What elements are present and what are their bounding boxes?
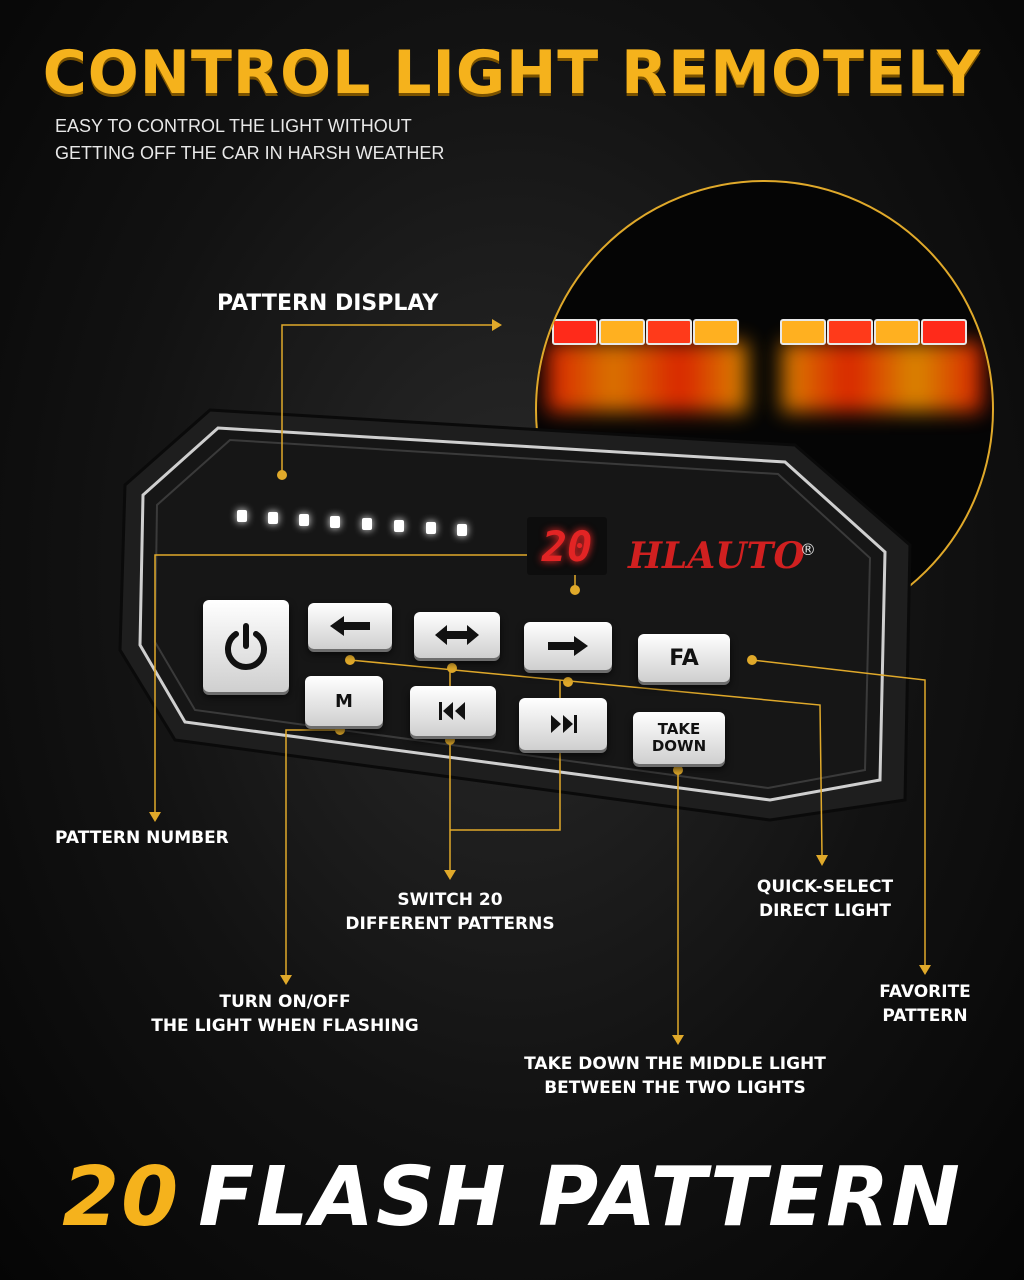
subline: EASY TO CONTROL THE LIGHT WITHOUT GETTIN…	[55, 113, 535, 167]
callout-turn-line-1: TURN ON/OFF	[219, 992, 351, 1012]
subline-1: EASY TO CONTROL THE LIGHT WITHOUT	[55, 116, 412, 136]
callout-turn-line-2: THE LIGHT WHEN FLASHING	[151, 1016, 419, 1036]
skip-back-button[interactable]	[410, 686, 496, 736]
callout-take-line-2: BETWEEN THE TWO LIGHTS	[544, 1078, 806, 1098]
callout-turn-on-off: TURN ON/OFF THE LIGHT WHEN FLASHING	[110, 990, 460, 1038]
pattern-led-5	[362, 518, 372, 530]
power-button[interactable]	[203, 600, 289, 692]
subline-2: GETTING OFF THE CAR IN HARSH WEATHER	[55, 143, 445, 163]
skip-forward-button[interactable]	[519, 698, 607, 750]
callout-switch-line-1: SWITCH 20	[397, 890, 503, 910]
callout-favorite-line-2: PATTERN	[882, 1006, 968, 1026]
callout-switch-line-2: DIFFERENT PATTERNS	[345, 914, 555, 934]
pattern-led-1	[237, 510, 247, 522]
callout-pattern-display: PATTERN DISPLAY	[217, 291, 439, 316]
arrow-left-icon	[330, 616, 370, 636]
take-down-label-1: TAKE	[657, 720, 701, 738]
brand-logo: HLAUTO	[628, 535, 805, 577]
callout-favorite-line-1: FAVORITE	[879, 982, 971, 1002]
skip-forward-icon	[551, 715, 577, 733]
pattern-led-4	[330, 516, 340, 528]
pattern-led-6	[394, 520, 404, 532]
take-down-label-2: DOWN	[651, 737, 707, 755]
callout-take-line-1: TAKE DOWN THE MIDDLE LIGHT	[524, 1054, 826, 1074]
headline: CONTROL LIGHT REMOTELY	[42, 38, 982, 108]
favorite-button[interactable]: FA	[638, 634, 730, 682]
arrow-right-icon	[548, 636, 588, 656]
light-bar-inset	[535, 180, 994, 639]
callout-favorite: FAVORITE PATTERN	[855, 980, 995, 1028]
skip-back-icon	[439, 702, 465, 720]
callout-take-down: TAKE DOWN THE MIDDLE LIGHT BETWEEN THE T…	[470, 1052, 880, 1100]
registered-mark: ®	[800, 540, 816, 559]
callout-quick-line-2: DIRECT LIGHT	[758, 901, 892, 921]
bottom-text: FLASH PATTERN	[198, 1150, 962, 1245]
callout-quick-select: QUICK-SELECT DIRECT LIGHT	[725, 875, 925, 923]
pattern-number-display: 20	[527, 517, 607, 575]
pattern-led-7	[426, 522, 436, 534]
mode-button[interactable]: M	[305, 676, 383, 726]
bottom-number: 20	[62, 1150, 181, 1245]
previous-pattern-button[interactable]	[308, 603, 392, 649]
alternate-direction-button[interactable]	[414, 612, 500, 658]
arrow-left-right-icon	[435, 625, 479, 645]
pattern-led-8	[457, 524, 467, 536]
callout-quick-line-1: QUICK-SELECT	[756, 877, 894, 897]
callout-switch-patterns: SWITCH 20 DIFFERENT PATTERNS	[310, 888, 590, 936]
power-icon	[225, 623, 267, 670]
pattern-led-2	[268, 512, 278, 524]
callout-pattern-number: PATTERN NUMBER	[55, 828, 229, 848]
next-pattern-button[interactable]	[524, 622, 612, 670]
take-down-button[interactable]: TAKE DOWN	[633, 712, 725, 764]
pattern-led-3	[299, 514, 309, 526]
